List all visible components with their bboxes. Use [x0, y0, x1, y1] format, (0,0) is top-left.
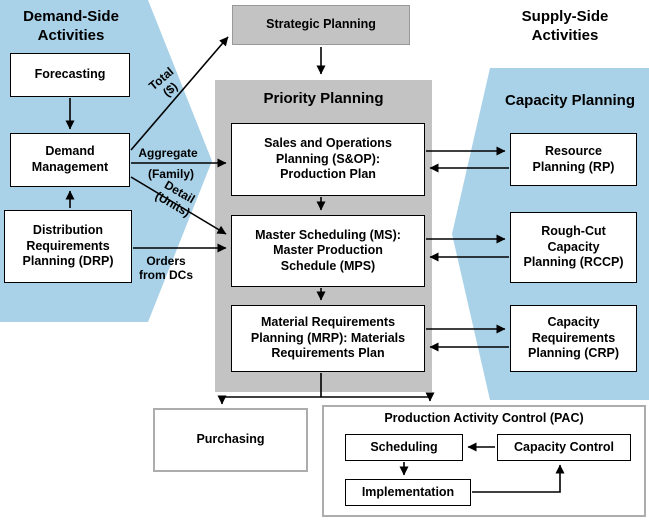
implementation-box: Implementation [345, 479, 471, 506]
label-aggregate: Aggregate [138, 146, 198, 160]
ms-box: Master Scheduling (MS): Master Productio… [231, 215, 425, 287]
capacity-control-box: Capacity Control [497, 434, 631, 461]
crp-box: Capacity Requirements Planning (CRP) [510, 305, 637, 372]
supply-side-title: Supply-Side Activities [521, 8, 609, 44]
rccp-box: Rough-Cut Capacity Planning (RCCP) [510, 212, 637, 283]
mrp-box: Material Requirements Planning (MRP): Ma… [231, 305, 425, 372]
pac-title: Production Activity Control (PAC) [384, 411, 584, 425]
strategic-planning-box: Strategic Planning [232, 5, 410, 45]
sop-box: Sales and Operations Planning (S&OP): Pr… [231, 123, 425, 196]
priority-planning-title: Priority Planning [263, 90, 384, 107]
purchasing-box: Purchasing [153, 408, 308, 472]
capacity-planning-title: Capacity Planning [504, 92, 636, 109]
rp-box: Resource Planning (RP) [510, 133, 637, 186]
demand-side-title: Demand-Side Activities [23, 8, 119, 44]
forecasting-box: Forecasting [10, 53, 130, 97]
label-orders-from-dcs: Orders from DCs [138, 254, 193, 283]
scheduling-box: Scheduling [345, 434, 463, 461]
demand-management-box: Demand Management [10, 133, 130, 187]
drp-box: Distribution Requirements Planning (DRP) [4, 210, 132, 283]
